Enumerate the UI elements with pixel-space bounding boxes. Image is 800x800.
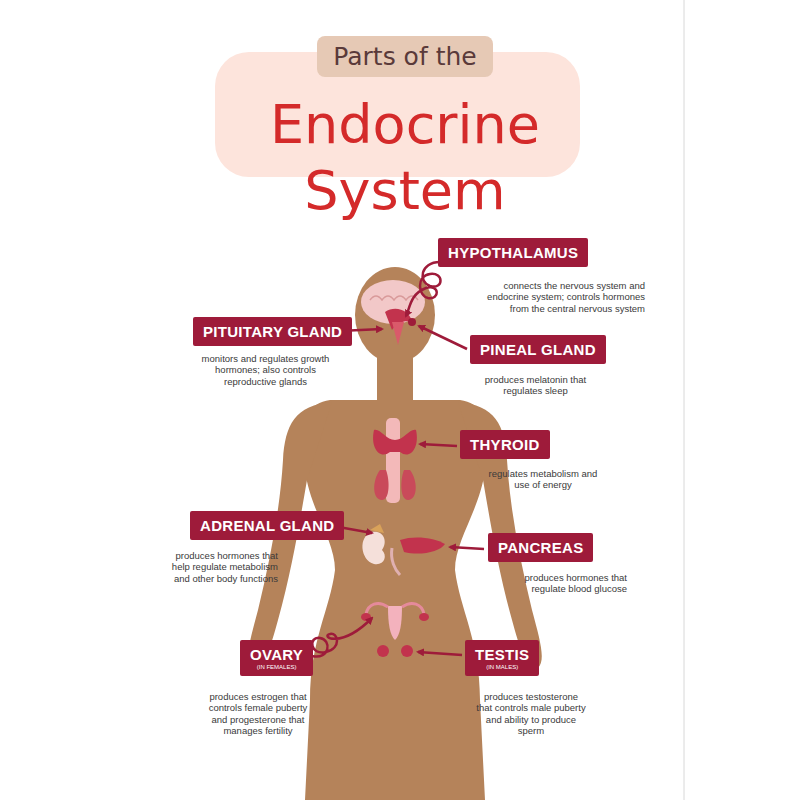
heading-tag: Parts of the — [317, 36, 492, 77]
gland-name: THYROID — [470, 436, 540, 453]
gland-label: PANCREASproduces hormones that regulate … — [488, 533, 593, 562]
gland-label: OVARY(IN FEMALES)produces estrogen that … — [240, 640, 313, 676]
gland-name: OVARY — [250, 646, 303, 663]
gland-label: ADRENAL GLANDproduces hormones that help… — [190, 511, 344, 540]
gland-description: produces estrogen that controls female p… — [203, 691, 313, 737]
gland-name: TESTIS — [475, 646, 529, 663]
heading-text: Parts of the — [333, 42, 476, 71]
gland-description: connects the nervous system and endocrin… — [470, 280, 645, 314]
gland-description: produces hormones that help regulate met… — [160, 550, 278, 584]
gland-name: PANCREAS — [498, 539, 583, 556]
gland-label: TESTIS(IN MALES)produces testosterone th… — [465, 640, 539, 676]
gland-description: produces testosterone that controls male… — [476, 691, 586, 737]
gland-name: PITUITARY GLAND — [203, 323, 342, 340]
gland-label: HYPOTHALAMUSconnects the nervous system … — [438, 238, 588, 267]
gland-name: HYPOTHALAMUS — [448, 244, 578, 261]
gland-name: PINEAL GLAND — [480, 341, 596, 358]
gland-note: (IN MALES) — [475, 664, 529, 670]
gland-name: ADRENAL GLAND — [200, 517, 334, 534]
gland-description: regulates metabolism and use of energy — [488, 468, 598, 491]
gland-label: PITUITARY GLANDmonitors and regulates gr… — [193, 317, 352, 346]
gland-description: produces hormones that regulate blood gl… — [522, 572, 627, 595]
gland-description: produces melatonin that regulates sleep — [478, 374, 593, 397]
gland-description: monitors and regulates growth hormones; … — [188, 353, 343, 387]
gland-label: PINEAL GLANDproduces melatonin that regu… — [470, 335, 606, 364]
title: Endocrine System — [250, 92, 560, 224]
gland-label: THYROIDregulates metabolism and use of e… — [460, 430, 550, 459]
gland-note: (IN FEMALES) — [250, 664, 303, 670]
